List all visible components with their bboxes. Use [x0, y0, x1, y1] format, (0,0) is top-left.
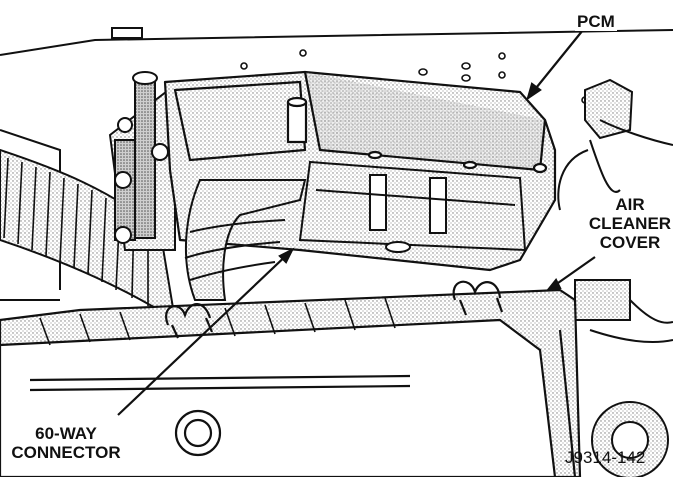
figure-id-label: J9314-142 [565, 448, 646, 467]
pcm-label: PCM [575, 12, 617, 31]
pcm-mounting-bracket [108, 71, 176, 251]
leader-lines [117, 29, 596, 416]
sixty-way-connector-harness [184, 179, 307, 301]
air-cleaner-harness-connector [557, 78, 673, 343]
pcm-connector-shroud [298, 160, 527, 253]
air-cleaner-housing [0, 288, 582, 477]
air-cleaner-label-line2: CLEANER [588, 214, 672, 233]
air-cleaner-clips [165, 280, 504, 339]
air-cleaner-label-line1: AIR [615, 195, 645, 214]
air-cleaner-label-line3: COVER [599, 233, 661, 252]
air-cleaner-cover-label: AIR CLEANER COVER [586, 195, 673, 252]
connector-label-line2: CONNECTOR [11, 443, 121, 462]
connector-label-line1: 60-WAY [35, 424, 97, 443]
sixty-way-connector-label: 60-WAY CONNECTOR [2, 424, 130, 462]
cap-bottom-right [591, 401, 669, 477]
air-cleaner-ribs [39, 297, 396, 346]
